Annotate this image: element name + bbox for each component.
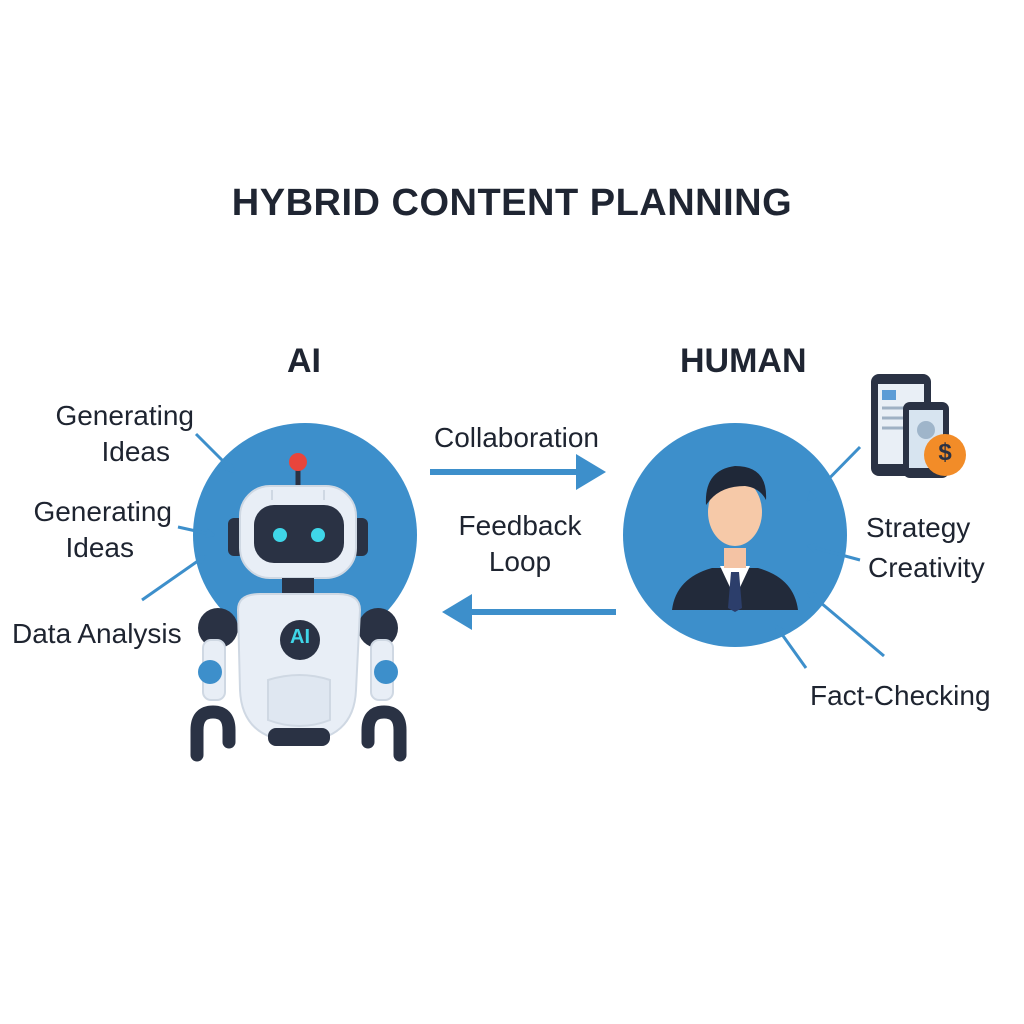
ai-label-line1: Generating <box>55 400 194 431</box>
ai-label-data-analysis: Data Analysis <box>12 618 182 649</box>
ai-label-generating-ideas-1: Generating Ideas <box>30 398 194 470</box>
ai-pointer-arrows <box>141 432 236 602</box>
feedback-loop-label: Feedback Loop <box>440 508 600 580</box>
ai-heading: AI <box>287 342 321 380</box>
robot-icon <box>190 453 407 762</box>
collaboration-arrow <box>430 454 606 490</box>
ai-label-line2: Ideas <box>65 532 135 563</box>
robot-antenna-light <box>289 453 307 471</box>
human-label-fact-checking: Fact-Checking <box>810 680 991 711</box>
human-label-creativity: Creativity <box>868 552 985 583</box>
ai-label-line1: Generating <box>33 496 172 527</box>
ai-label-line2: Ideas <box>101 436 171 467</box>
human-label-strategy: Strategy <box>866 512 971 543</box>
robot-chest-badge <box>280 620 320 660</box>
person-icon <box>664 466 806 612</box>
diagram-title: HYBRID CONTENT PLANNING <box>231 182 793 224</box>
robot-chest-badge-text: AI <box>290 626 310 648</box>
collaboration-label: Collaboration <box>434 422 599 453</box>
feedback-arrow <box>442 594 616 630</box>
ai-label-generating-ideas-2: Generating Ideas <box>8 494 172 566</box>
human-heading: HUMAN <box>680 342 807 380</box>
human-pointer-arrows <box>774 445 885 669</box>
feedback-label-line2: Loop <box>488 546 552 577</box>
mobile-devices-icon <box>871 374 966 478</box>
currency-coin-icon <box>924 434 966 476</box>
currency-symbol: $ <box>938 439 952 466</box>
feedback-label-line1: Feedback <box>458 510 582 541</box>
